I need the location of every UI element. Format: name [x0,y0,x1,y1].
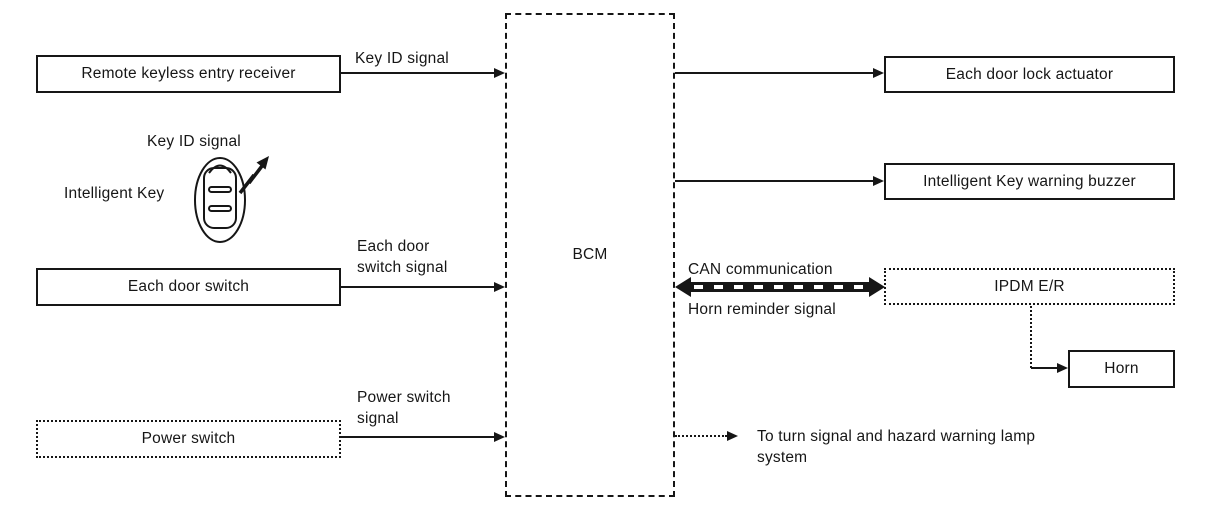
line-ipdm-to-horn-drop [1030,306,1032,368]
box-label: BCM [572,246,608,263]
label-key-id-signal-fob: Key ID signal [147,133,241,150]
label-each-door-switch-signal: Each door switch signal [357,238,448,276]
box-bcm: BCM [505,13,675,497]
box-label: Power switch [141,430,236,447]
arrow-bcm-to-warning-buzzer [675,176,884,185]
box-power-switch: Power switch [36,420,341,458]
arrow-power-switch-signal [341,432,505,442]
box-label: Horn [1104,360,1139,377]
box-label: IPDM E/R [994,277,1065,295]
box-horn: Horn [1068,350,1175,388]
box-each-door-switch: Each door switch [36,268,341,306]
box-label: Remote keyless entry receiver [81,65,296,82]
label-turn-signal-note: To turn signal and hazard warning lamp s… [757,428,1036,466]
arrow-ipdm-to-horn [1031,363,1068,373]
can-communication-arrow [675,277,885,297]
box-label: Each door switch [127,278,250,295]
intelligent-key-icon [194,156,269,243]
box-label: Intelligent Key warning buzzer [923,172,1136,190]
arrow-key-id-signal [341,68,505,78]
radio-signal-zigzag-icon [238,156,269,195]
box-remote-keyless-entry-receiver: Remote keyless entry receiver [36,55,341,93]
label-intelligent-key: Intelligent Key [64,185,165,202]
arrow-bcm-to-turn-signal-system [675,431,738,441]
can-arrow-dashes [694,285,866,289]
arrow-bcm-to-door-lock-actuator [675,68,884,78]
label-power-switch-signal: Power switch signal [357,389,451,427]
box-each-door-lock-actuator: Each door lock actuator [884,56,1175,93]
label-can-communication: CAN communication [688,261,833,278]
box-ipdm-er: IPDM E/R [884,268,1175,305]
label-key-id-signal: Key ID signal [355,50,449,67]
label-horn-reminder-signal: Horn reminder signal [688,301,836,318]
box-label: Each door lock actuator [945,65,1114,83]
arrow-each-door-switch-signal [341,282,505,292]
box-intelligent-key-warning-buzzer: Intelligent Key warning buzzer [884,163,1175,200]
